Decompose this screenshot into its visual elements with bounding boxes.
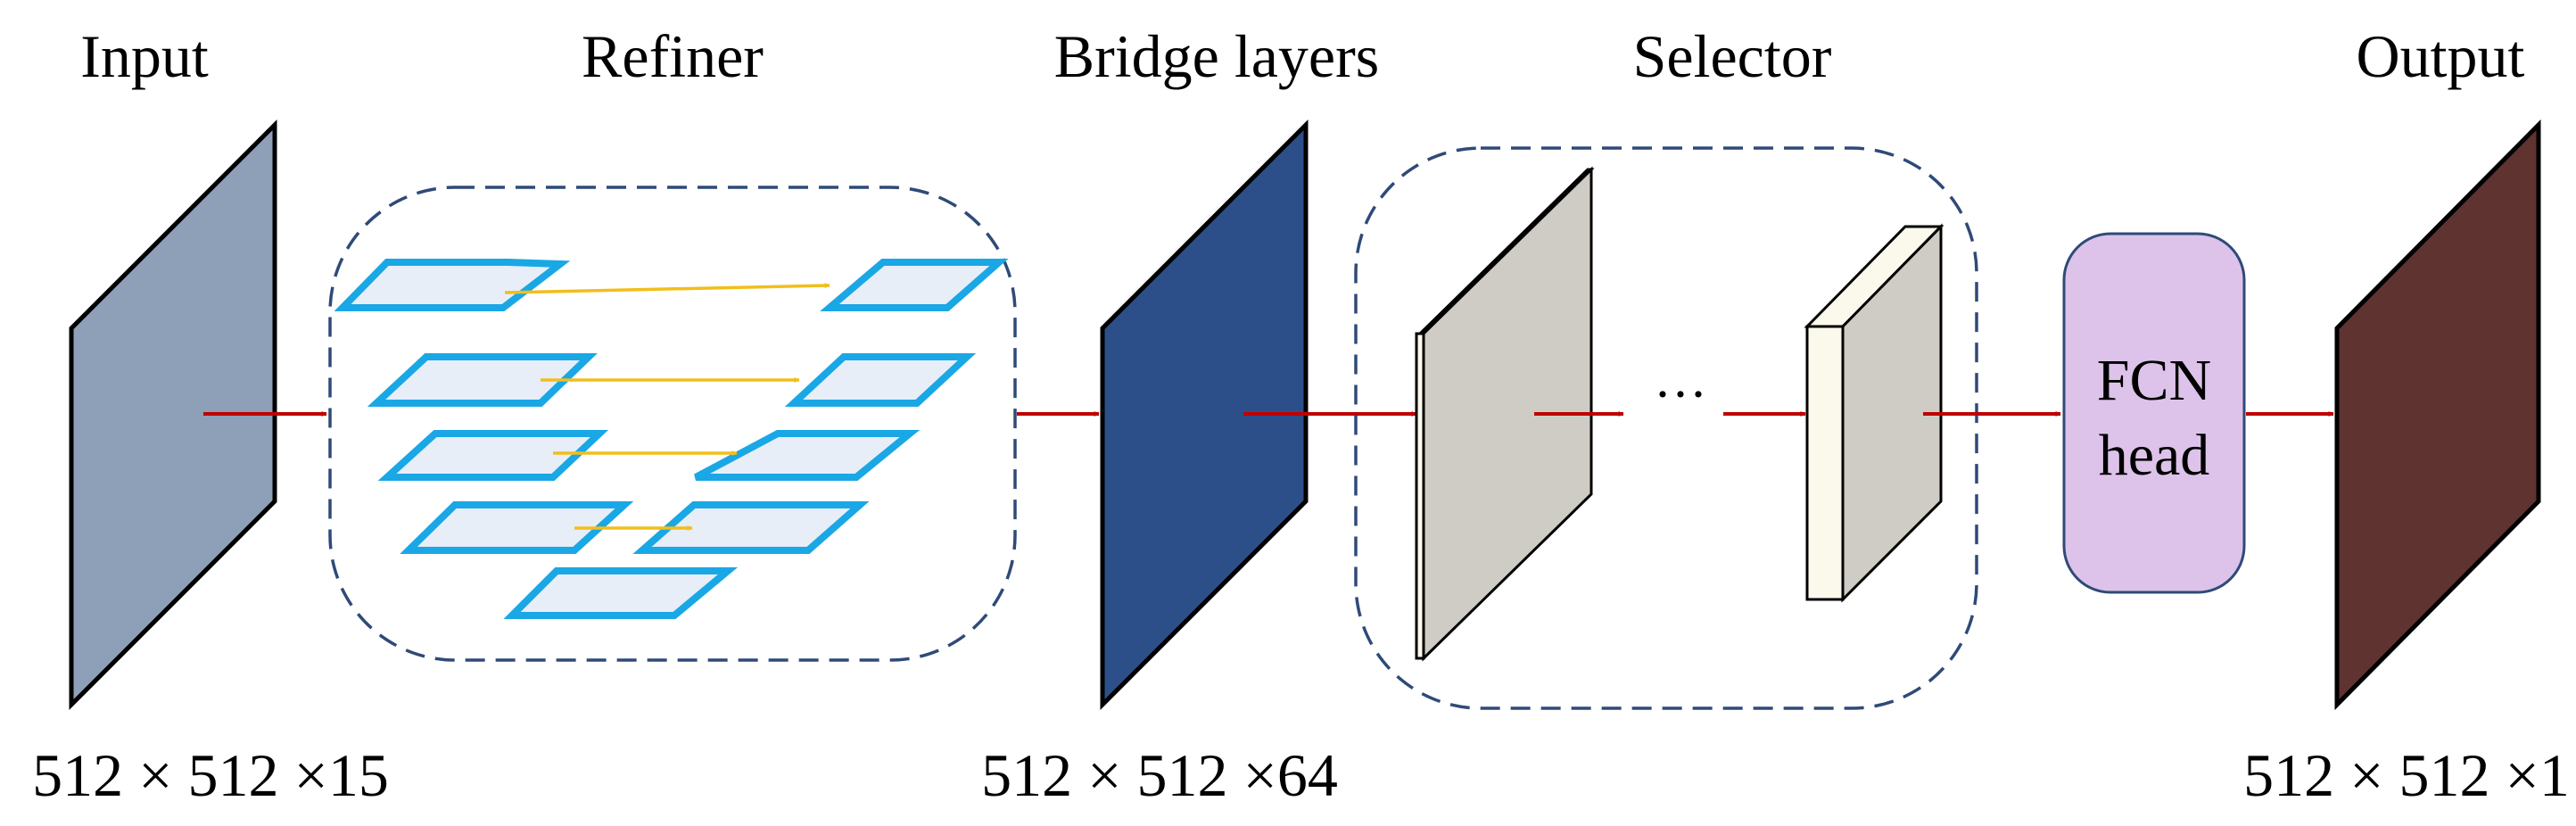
refiner-container <box>328 186 1017 662</box>
refiner-plane-right-2 <box>784 353 977 407</box>
selector-ellipsis: ··· <box>1654 365 1707 424</box>
refiner-plane-left-2 <box>367 353 598 407</box>
input-title: Input <box>80 22 209 90</box>
bridge-layers-title: Bridge layers <box>1054 22 1379 90</box>
fcn-head-label-line2: head <box>2099 423 2210 488</box>
bridge-dimension-label: 512 × 512 ×64 <box>981 741 1338 809</box>
selector-last-block <box>1804 223 1944 603</box>
selector-title: Selector <box>1633 22 1832 90</box>
refiner-plane-right-3 <box>694 430 921 481</box>
output-feature-plane <box>2334 119 2541 711</box>
refiner-title: Refiner <box>582 22 764 90</box>
refiner-plane-left-5 <box>503 567 739 619</box>
input-feature-plane <box>69 119 277 711</box>
refiner-plane-left-1 <box>334 259 571 311</box>
fcn-head-label-line1: FCN <box>2097 348 2211 413</box>
refiner-plane-left-4 <box>400 501 634 554</box>
output-dimension-label: 512 × 512 ×1 <box>2243 741 2570 809</box>
refiner-plane-right-4 <box>632 501 870 554</box>
selector-container <box>1354 146 1978 710</box>
output-title: Output <box>2357 22 2525 90</box>
refiner-plane-left-3 <box>377 430 609 481</box>
refiner-plane-right-1 <box>820 259 1009 311</box>
fcn-head-box <box>2062 232 2246 594</box>
refiner-skip-arrow-1 <box>504 283 830 294</box>
selector-first-block <box>1415 166 1595 662</box>
bridge-layers-plane <box>1100 119 1309 711</box>
input-dimension-label: 512 × 512 ×15 <box>32 741 389 809</box>
